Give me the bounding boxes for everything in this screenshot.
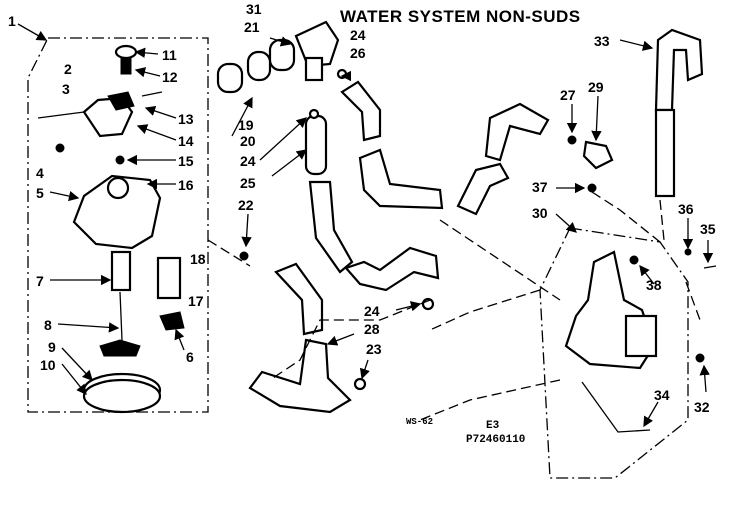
label-1: 1 — [8, 13, 16, 29]
label-18: 18 — [190, 251, 206, 267]
hose-27-part — [484, 102, 550, 162]
bracket-part — [156, 256, 182, 300]
pulley-part — [114, 44, 138, 60]
clamp-27-part — [567, 135, 577, 145]
shaft-part — [119, 291, 123, 341]
hose-28-part — [274, 262, 324, 336]
pump-cover-part — [72, 174, 162, 250]
hose-25-part — [304, 114, 328, 176]
screw-32-part — [695, 353, 705, 363]
wire-part — [141, 91, 163, 97]
label-9: 9 — [48, 339, 56, 355]
label-33: 33 — [594, 33, 610, 49]
footer-code-part: P72460110 — [466, 434, 525, 446]
impeller-part — [99, 339, 141, 357]
hose-curve-part — [358, 148, 444, 210]
cam-part — [107, 91, 135, 111]
label-23: 23 — [366, 341, 382, 357]
clamp-22-part — [239, 251, 249, 261]
part-labels: 1 2 3 4 5 6 7 8 9 10 11 12 13 14 15 16 1… — [8, 1, 716, 415]
label-5: 5 — [36, 185, 44, 201]
label-28: 28 — [364, 321, 380, 337]
hose-26-part — [340, 80, 382, 142]
label-25: 25 — [240, 175, 256, 191]
label-21: 21 — [244, 19, 260, 35]
washer-part — [115, 155, 125, 165]
hose-long-part — [308, 180, 354, 274]
label-24a: 24 — [350, 27, 366, 43]
hose-33-part — [654, 28, 704, 112]
label-32: 32 — [694, 399, 710, 415]
label-19: 19 — [238, 117, 254, 133]
pump-bolt-38-part — [629, 255, 639, 265]
label-3: 3 — [62, 81, 70, 97]
hose-33-lower-part — [654, 108, 676, 198]
seal-part — [110, 250, 132, 292]
hose-s-part — [344, 246, 440, 292]
pump-bracket-34-part — [581, 381, 651, 433]
label-26: 26 — [350, 45, 366, 61]
spring-part — [120, 57, 132, 75]
label-12: 12 — [162, 69, 178, 85]
clamp-24a-part — [336, 68, 348, 80]
label-31: 31 — [246, 1, 262, 17]
label-24c: 24 — [364, 303, 380, 319]
footer-code-small: WS-62 — [406, 417, 433, 427]
label-7: 7 — [36, 273, 44, 289]
label-34: 34 — [654, 387, 670, 403]
label-36: 36 — [678, 201, 694, 217]
label-27: 27 — [560, 87, 576, 103]
label-14: 14 — [178, 133, 194, 149]
label-37: 37 — [532, 179, 548, 195]
lever-part — [37, 111, 85, 119]
hose-parts — [216, 20, 704, 414]
label-20: 20 — [240, 133, 256, 149]
pump-bracket-part — [624, 314, 658, 358]
label-2: 2 — [64, 61, 72, 77]
label-11: 11 — [162, 47, 177, 63]
pump-housing-30 — [564, 248, 717, 433]
ring-21-part — [268, 38, 296, 72]
elbow-neck-part — [304, 56, 324, 82]
label-15: 15 — [178, 153, 194, 169]
label-24b: 24 — [240, 153, 256, 169]
label-16: 16 — [178, 177, 194, 193]
pump-outlet-part — [106, 176, 130, 200]
label-38: 38 — [646, 277, 662, 293]
clamp-23-part — [353, 377, 367, 391]
connector-lines — [207, 191, 701, 421]
elbow-29-part — [582, 140, 614, 170]
pump-parts — [37, 44, 185, 414]
label-10: 10 — [40, 357, 56, 373]
label-17: 17 — [188, 293, 204, 309]
clamp-24b-part — [308, 108, 320, 120]
clip-part — [55, 143, 65, 153]
hose-23-part — [248, 338, 352, 414]
footer-code-e: E3 — [486, 420, 500, 432]
pump-gasket-part — [82, 378, 162, 414]
label-6: 6 — [186, 349, 194, 365]
clamp-part — [159, 311, 185, 331]
label-22: 22 — [238, 197, 254, 213]
label-4: 4 — [36, 165, 44, 181]
pump-housing-frame — [539, 227, 689, 479]
label-30: 30 — [532, 205, 548, 221]
ring-19-part — [216, 62, 244, 94]
diagram-title: WATER SYSTEM NON-SUDS — [340, 7, 581, 26]
ring-20-part — [246, 50, 272, 82]
hose-curve-right-part — [456, 162, 510, 216]
leader-lines — [17, 23, 714, 428]
label-35: 35 — [700, 221, 716, 237]
screw-36-part — [684, 248, 692, 256]
clip-35-part — [703, 265, 717, 269]
label-13: 13 — [178, 111, 194, 127]
clamp-37-part — [587, 183, 597, 193]
label-29: 29 — [588, 79, 604, 95]
label-8: 8 — [44, 317, 52, 333]
